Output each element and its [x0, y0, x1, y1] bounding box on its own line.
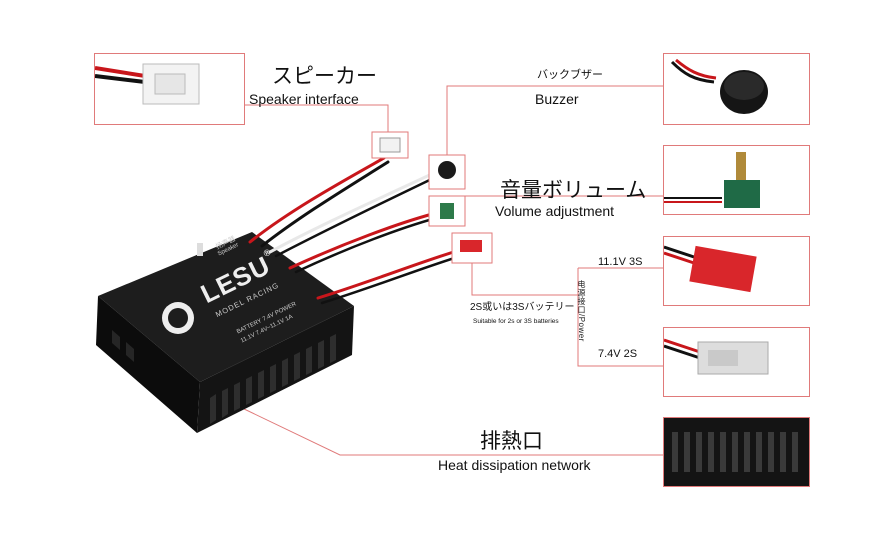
speaker-connector	[379, 137, 401, 153]
wires	[248, 156, 466, 305]
power-port-label: 电源接口/Power	[577, 280, 586, 342]
buzzer-icon	[670, 58, 768, 114]
controller-body	[96, 232, 354, 433]
leader-74v	[577, 268, 663, 367]
speaker-label-en: Speaker interface	[249, 91, 359, 107]
buzzer-small	[438, 161, 456, 179]
speaker-plug-icon	[95, 63, 200, 105]
leader-heat	[241, 407, 663, 456]
voltage-11v-label: 11.1V 3S	[598, 256, 643, 268]
speaker-label-jp: スピーカー	[272, 65, 377, 88]
vent-grille-icon	[664, 418, 809, 486]
battery-label-jp: 2S或いは3Sバッテリー	[470, 302, 575, 313]
battery-label-en: Suitable for 2s or 3S batteries	[473, 318, 559, 325]
speaker-photo	[94, 53, 245, 125]
potentiometer-icon	[664, 152, 760, 208]
battery-3s-photo	[663, 236, 810, 306]
volume-photo	[663, 145, 810, 215]
volume-label-jp: 音量ボリューム	[500, 179, 647, 202]
buzzer-label-jp: バックブザー	[537, 69, 603, 81]
tamiya-connector-icon	[664, 338, 769, 375]
heat-sink-photo	[663, 417, 810, 487]
volume-label-en: Volume adjustment	[495, 203, 615, 219]
jst-connector-icon	[664, 245, 757, 293]
battery-connector	[460, 240, 482, 252]
leader-speaker	[243, 104, 389, 132]
leader-lines	[241, 85, 663, 456]
voltage-74v-label: 7.4V 2S	[598, 348, 638, 360]
buzzer-label-en: Buzzer	[535, 91, 579, 107]
heat-label-en: Heat dissipation network	[438, 457, 591, 473]
battery-2s-photo	[663, 327, 810, 397]
leader-buzzer	[446, 85, 663, 155]
heat-label-jp: 排熱口	[480, 430, 543, 453]
volume-small	[440, 203, 454, 219]
buzzer-photo	[663, 53, 810, 125]
